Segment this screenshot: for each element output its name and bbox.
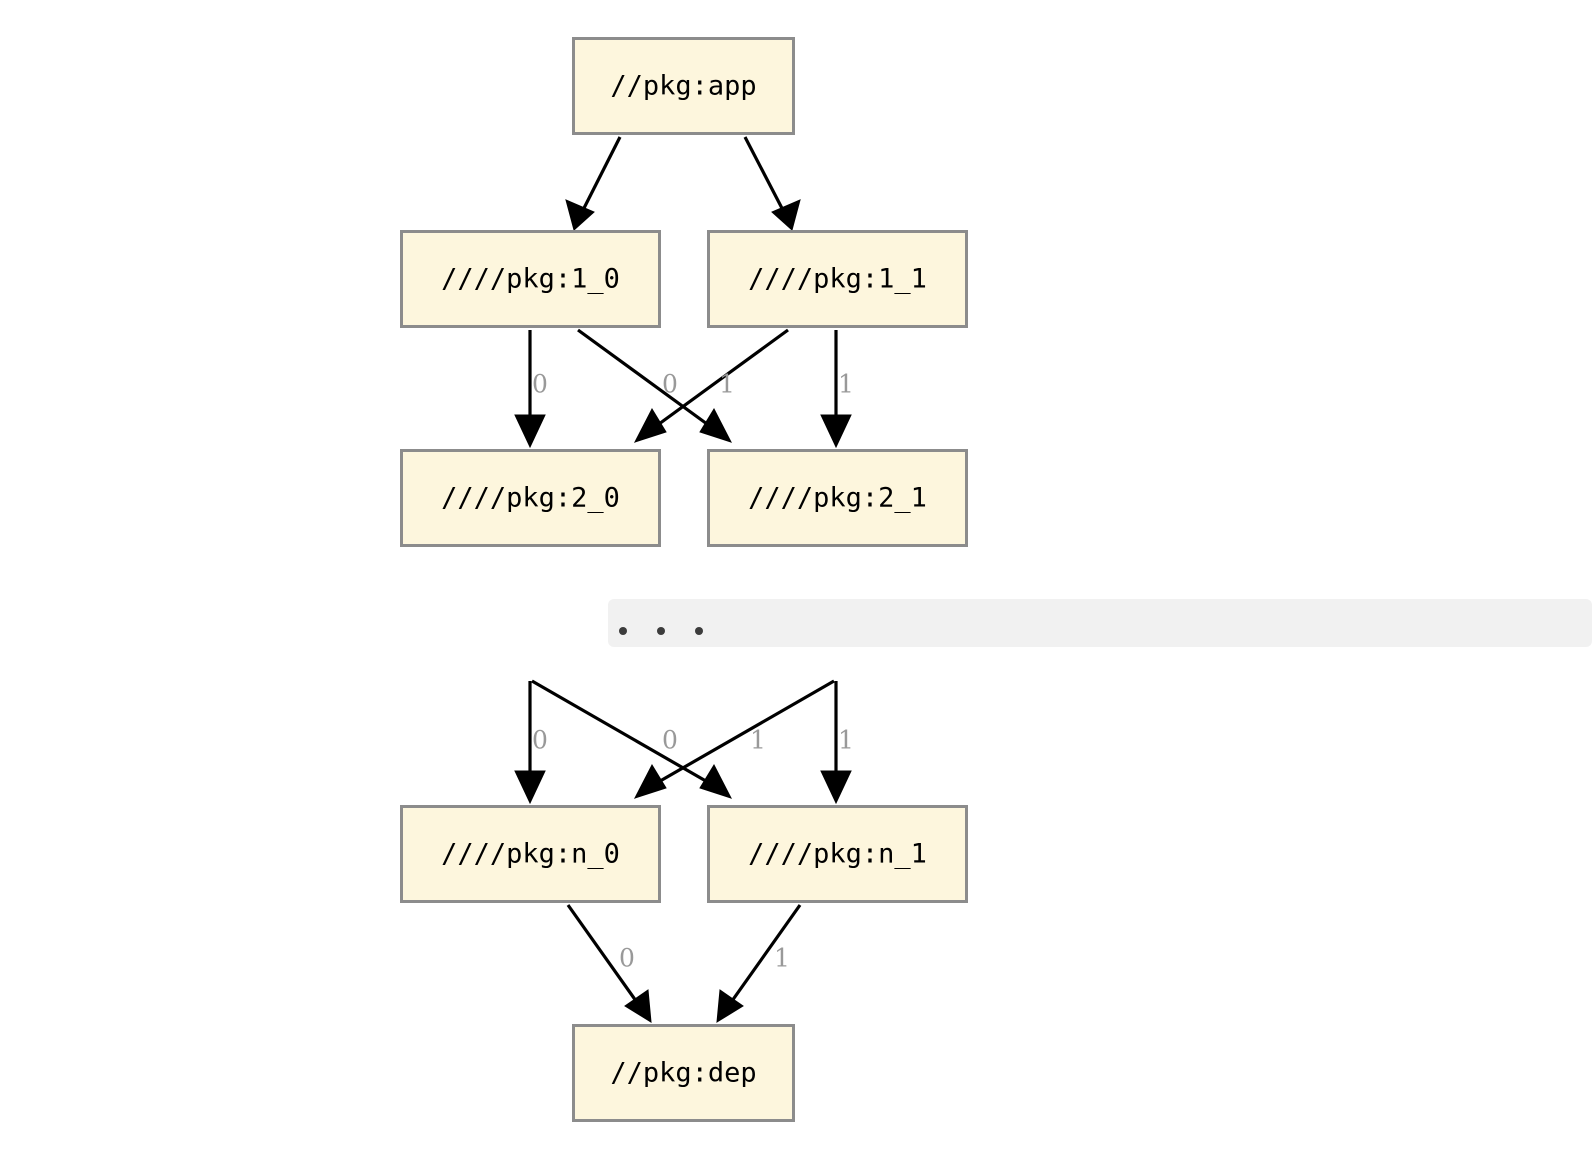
nodes-layer: //pkg:app ////pkg:1_0 ////pkg:1_1 ////pkg:2… [400,37,968,1122]
arrow-head-icon [699,407,732,443]
graph-node-dep[interactable]: //pkg:dep [572,1024,795,1122]
node-box[interactable] [400,449,661,547]
ellipsis-layer [608,599,1592,647]
graph-edge: 0 [514,330,548,449]
edge-label: 1 [750,726,766,755]
edge-line [578,136,622,217]
node-box[interactable] [400,230,661,328]
edge-line [725,904,802,1009]
ellipsis-dot-icon [657,627,665,635]
edge-label: 0 [532,370,548,399]
node-label: ////pkg:1_0 [441,264,620,295]
edge-label: 0 [662,370,678,399]
node-box[interactable] [707,230,968,328]
arrow-head-icon [699,763,732,799]
node-label: ////pkg:n_0 [441,839,620,870]
edge-line [577,328,719,434]
arrow-head-icon [634,407,667,443]
node-label: ////pkg:n_1 [748,839,927,870]
graph-edge: 1 [716,904,802,1023]
node-label: ////pkg:2_0 [441,483,620,514]
graph-edge: 0 [566,904,652,1023]
graph-node-ln_0[interactable]: ////pkg:n_0 [400,805,661,903]
edge-label: 0 [662,726,678,755]
arrow-head-icon [820,770,852,805]
arrow-head-icon [820,414,852,449]
graph-edge: 0 [577,328,732,443]
arrow-head-icon [771,199,801,231]
graph-node-l1_1[interactable]: ////pkg:1_1 [707,230,968,328]
graph-node-l1_0[interactable]: ////pkg:1_0 [400,230,661,328]
graph-node-app[interactable]: //pkg:app [572,37,795,135]
ellipsis-group [608,599,1592,647]
edge-label: 1 [719,370,735,399]
graph-edge: 0 [531,679,732,799]
arrow-head-icon [514,414,546,449]
node-box[interactable] [707,805,968,903]
edge-label: 1 [774,944,790,973]
node-label: ////pkg:2_1 [748,483,927,514]
edge-line [566,904,643,1009]
arrow-head-icon [514,770,546,805]
node-label: //pkg:dep [610,1058,756,1089]
edge-line [531,679,719,790]
ellipsis-dot-icon [695,627,703,635]
graph-edge [565,136,622,231]
edge-line [743,136,788,217]
node-box[interactable] [400,805,661,903]
graph-node-l2_1[interactable]: ////pkg:2_1 [707,449,968,547]
node-label: ////pkg:1_1 [748,264,927,295]
edge-line [647,679,835,790]
ellipsis-band-background [608,599,1592,647]
ellipsis-dot-icon [619,627,627,635]
arrow-head-icon [716,989,744,1023]
graph-edge: 1 [820,681,854,805]
graph-node-l2_0[interactable]: ////pkg:2_0 [400,449,661,547]
arrow-head-icon [624,989,652,1023]
edges-layer: 0 0 1 1 0 0 1 1 0 1 [514,136,854,1023]
node-box[interactable] [707,449,968,547]
graph-edge: 1 [634,328,789,443]
arrow-head-icon [565,199,595,231]
graph-node-ln_1[interactable]: ////pkg:n_1 [707,805,968,903]
graph-edge: 1 [820,330,854,449]
edge-label: 1 [838,370,854,399]
edge-line [647,328,789,434]
graph-edge [743,136,801,231]
edge-label: 0 [619,944,635,973]
node-box[interactable] [572,37,795,135]
node-box[interactable] [572,1024,795,1122]
arrow-head-icon [634,763,667,799]
graph-edge: 1 [634,679,835,799]
graph-edge: 0 [514,681,548,805]
node-label: //pkg:app [610,71,756,102]
edge-label: 1 [838,726,854,755]
edge-label: 0 [532,726,548,755]
